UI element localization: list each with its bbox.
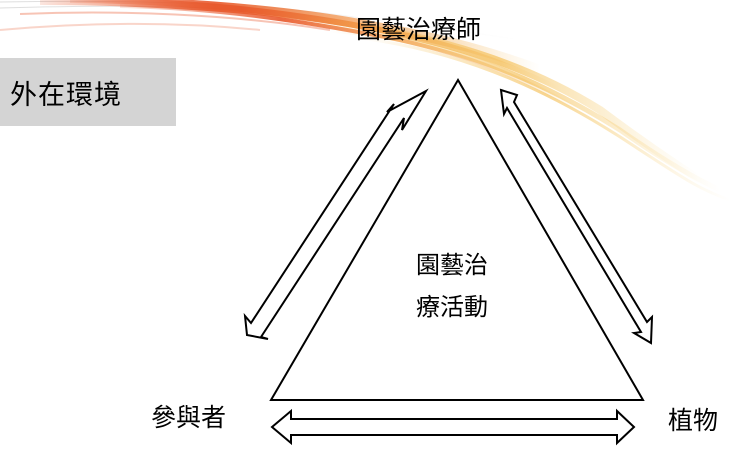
external-environment-box: 外在環境: [0, 58, 176, 126]
therapist-participant-arrow: [243, 88, 429, 340]
external-environment-label: 外在環境: [10, 80, 122, 111]
therapist-plant-arrow: [499, 88, 654, 345]
node-label-participant: 參與者: [151, 403, 227, 432]
node-label-therapist: 園藝治療師: [356, 15, 482, 44]
triangle: [269, 78, 645, 401]
center-label-line1: 園藝治: [416, 251, 488, 279]
participant-plant-arrow: [270, 408, 636, 446]
center-label-line2: 療活動: [416, 293, 488, 321]
node-label-plant: 植物: [668, 406, 719, 435]
